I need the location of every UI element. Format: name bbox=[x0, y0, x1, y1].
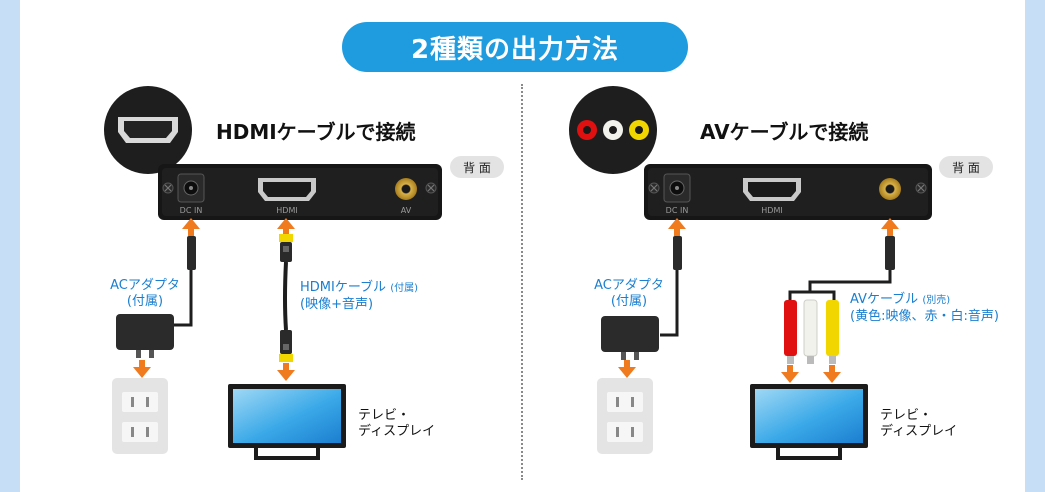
right-back-badge: 背 面 bbox=[939, 156, 993, 178]
right-border-band bbox=[1025, 0, 1045, 492]
left-ac-adapter-label: ACアダプタ (付属) bbox=[110, 278, 180, 309]
right-rca-badge-circle bbox=[569, 86, 657, 174]
ac-adapter-icon bbox=[116, 314, 174, 358]
right-av-cable bbox=[781, 218, 899, 383]
wall-outlet-icon bbox=[112, 378, 168, 454]
left-display-label: テレビ・ ディスプレイ bbox=[358, 408, 436, 439]
rca-ports-icon bbox=[577, 120, 649, 140]
panel-divider bbox=[521, 84, 523, 480]
port-label-hdmi: HDMI bbox=[761, 206, 782, 215]
left-device-back-panel: DC IN HDMI AV bbox=[158, 164, 442, 220]
ac-adapter-icon bbox=[601, 316, 659, 360]
page-title: 2種類の出力方法 bbox=[342, 22, 688, 72]
right-display-label: テレビ・ ディスプレイ bbox=[880, 408, 958, 439]
display-icon bbox=[750, 384, 868, 460]
right-device-back-panel: DC IN HDMI bbox=[644, 164, 932, 220]
left-ac-cable bbox=[116, 218, 200, 378]
right-cable-label: AVケーブル (別売) (黄色:映像、赤・白:音声) bbox=[850, 292, 999, 324]
left-hdmi-cable bbox=[277, 218, 295, 381]
left-hdmi-badge-circle bbox=[104, 86, 192, 174]
left-back-badge: 背 面 bbox=[450, 156, 504, 178]
port-label-dcin: DC IN bbox=[666, 206, 689, 215]
left-cable-label: HDMIケーブル (付属) (映像+音声) bbox=[300, 280, 419, 312]
port-label-hdmi: HDMI bbox=[276, 206, 297, 215]
wall-outlet-icon bbox=[597, 378, 653, 454]
right-ac-adapter-label: ACアダプタ (付属) bbox=[594, 278, 664, 309]
left-border-band bbox=[0, 0, 20, 492]
port-label-av: AV bbox=[401, 206, 412, 215]
right-ac-cable bbox=[601, 218, 686, 378]
right-heading: AVケーブルで接続 bbox=[700, 120, 869, 144]
left-heading: HDMIケーブルで接続 bbox=[216, 120, 416, 144]
port-label-dcin: DC IN bbox=[180, 206, 203, 215]
display-icon bbox=[228, 384, 346, 460]
hdmi-port-icon bbox=[118, 117, 178, 143]
